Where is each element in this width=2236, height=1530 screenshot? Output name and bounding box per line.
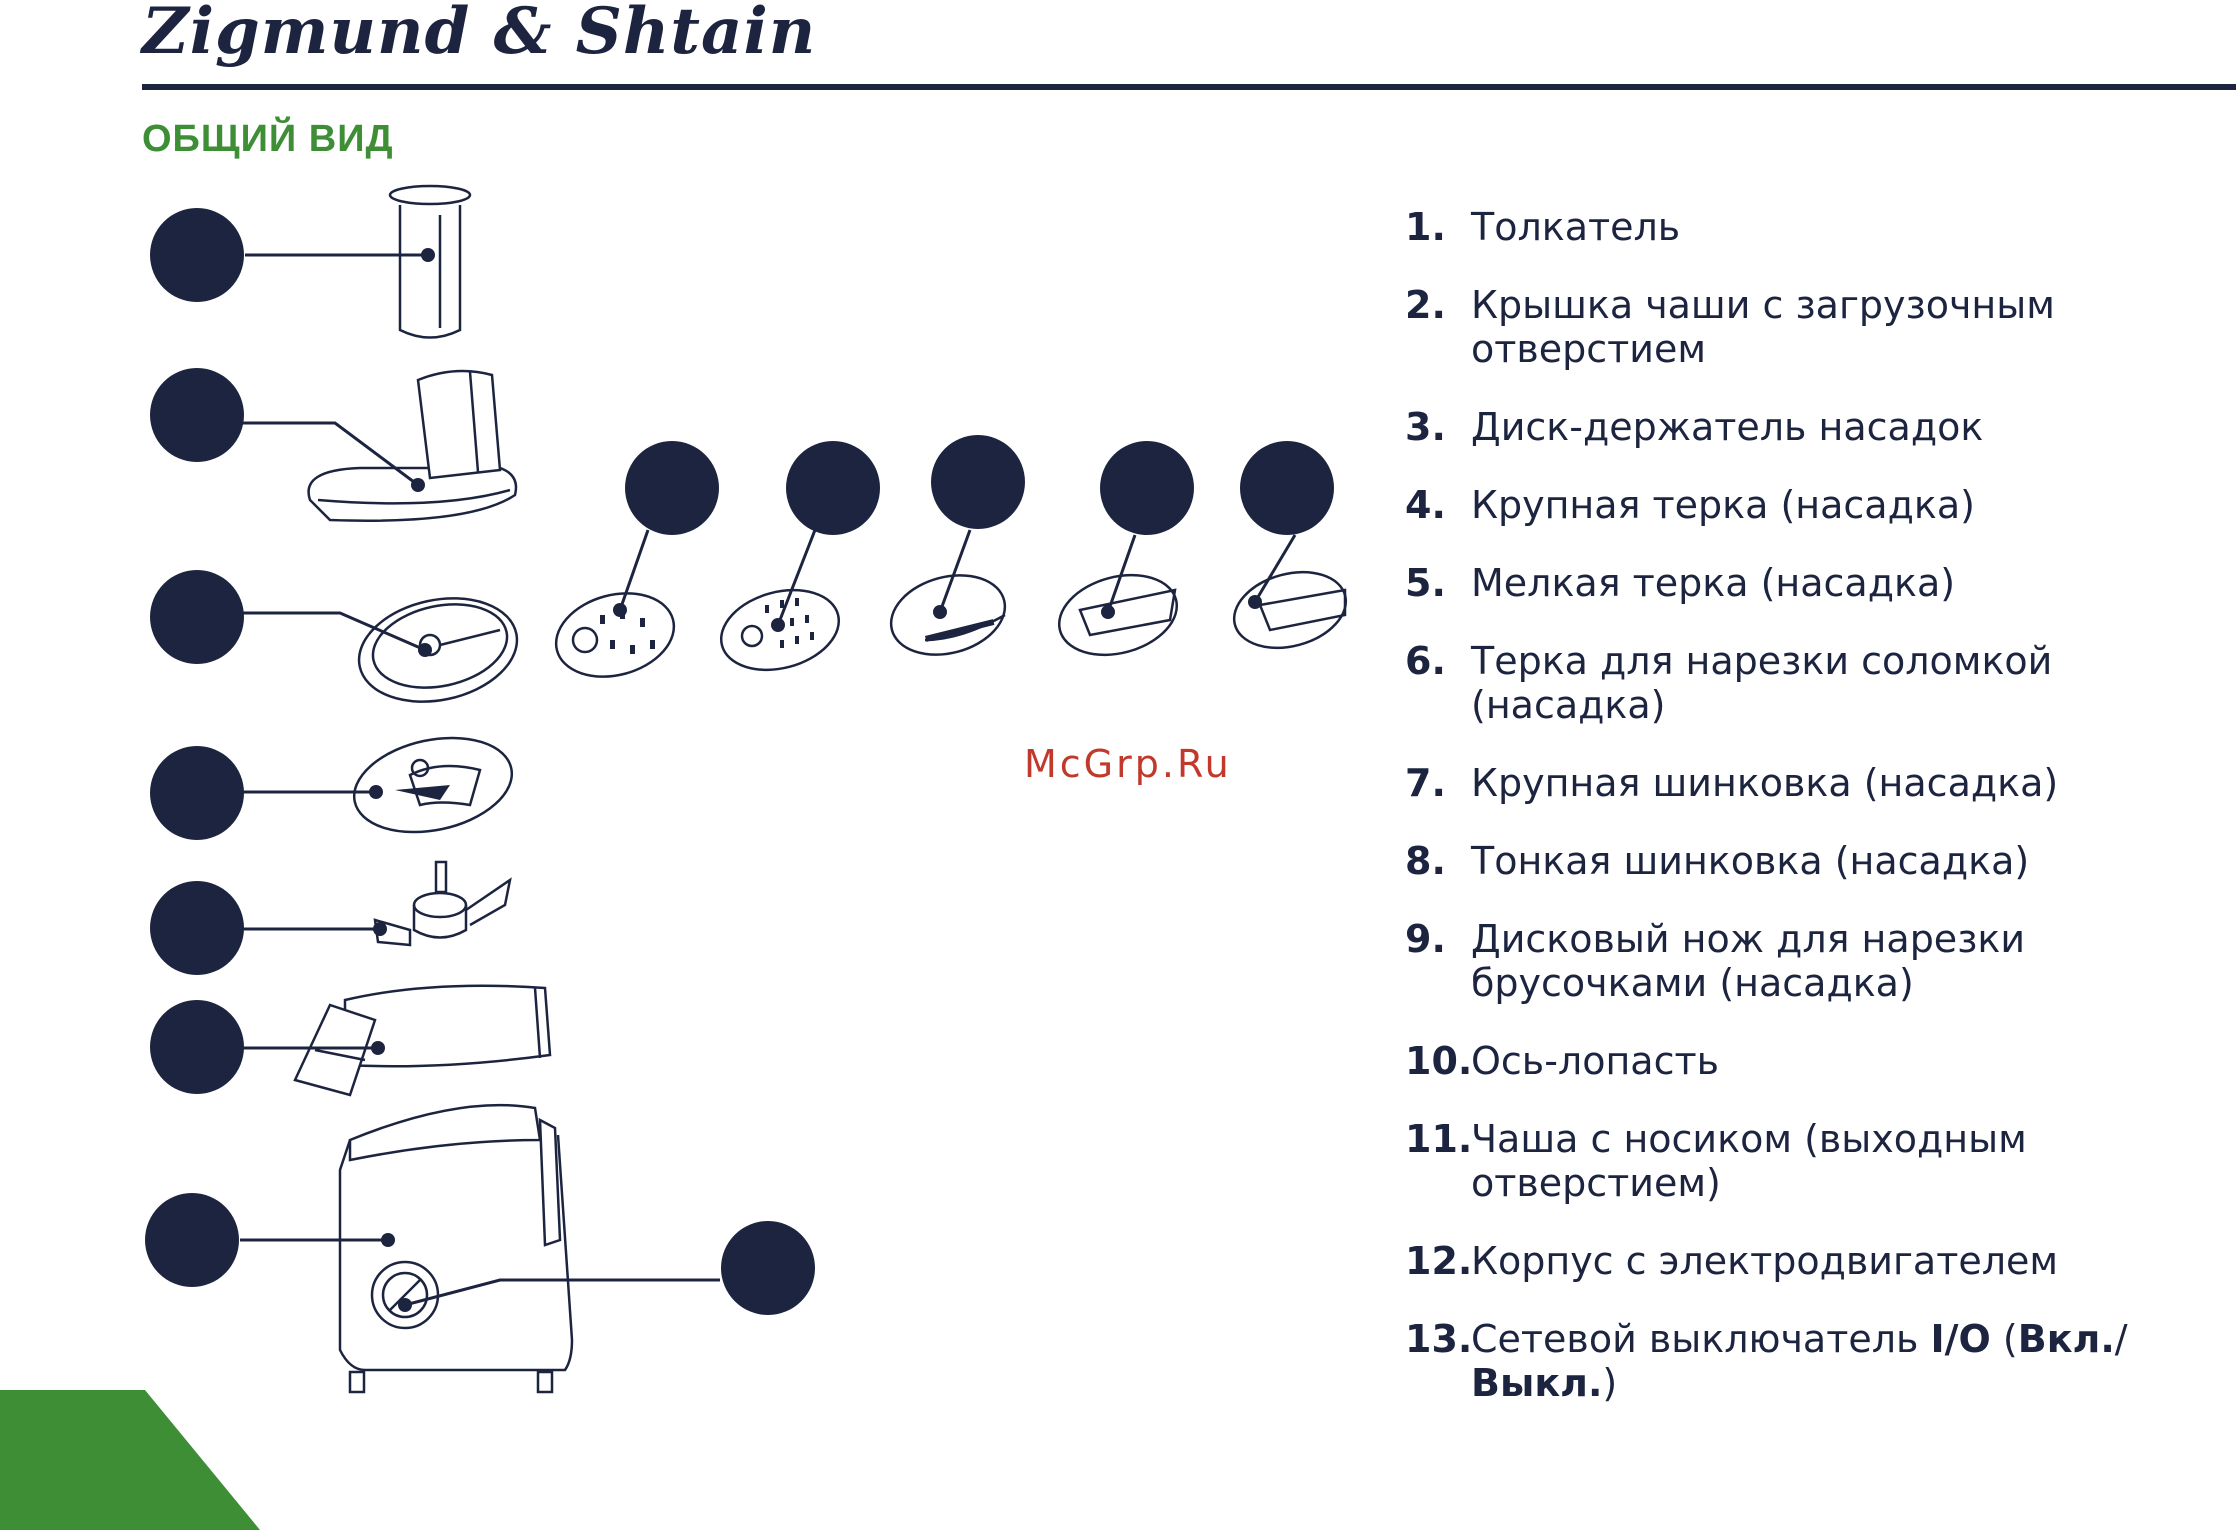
legend-item: 1. Толкатель: [1405, 205, 2235, 249]
shaft-drawing: [373, 860, 512, 947]
switch-text: Сетевой выключатель: [1471, 1317, 1931, 1361]
on-label: Вкл.: [2017, 1317, 2115, 1361]
legend-item: 3. Диск-держатель насадок: [1405, 405, 2235, 449]
legend-item: 5. Мелкая терка (насадка): [1405, 561, 2235, 605]
legend-number: 7.: [1405, 761, 1446, 805]
legend-item: 9. Дисковый нож для нарезки брусочками (н…: [1405, 917, 2235, 1005]
legend-text: Крупная шинковка (насадка): [1471, 761, 2059, 805]
legend-item: 11.Чаша с носиком (выходным отверстием): [1405, 1117, 2235, 1205]
legend-text: Крупная терка (насадка): [1471, 483, 1975, 527]
slash: /: [2114, 1317, 2128, 1361]
legend-number: 2.: [1405, 283, 1446, 327]
legend-number: 4.: [1405, 483, 1446, 527]
legend-text: Дисковый нож для нарезки брусочками (нас…: [1471, 917, 2026, 1005]
callout-markers: [145, 208, 1334, 1315]
legend-item: 8. Тонкая шинковка (насадка): [1405, 839, 2235, 883]
brand-logo: Zigmund & Shtain: [142, 0, 817, 69]
legend-item: 12.Корпус с электродвигателем: [1405, 1239, 2235, 1283]
watermark: McGrp.Ru: [1024, 742, 1232, 786]
legend-number: 11.: [1405, 1117, 1473, 1161]
legend-number: 8.: [1405, 839, 1446, 883]
legend-text: Толкатель: [1471, 205, 1681, 249]
pusher-drawing: [388, 184, 472, 339]
legend-number: 10.: [1405, 1039, 1473, 1083]
legend-text-switch: Сетевой выключатель I/O (Вкл./ Выкл.): [1471, 1317, 2235, 1405]
legend-text: Диск-держатель насадок: [1471, 405, 1984, 449]
legend-number: 9.: [1405, 917, 1446, 961]
legend-item: 13.Сетевой выключатель I/O (Вкл./ Выкл.): [1405, 1317, 2235, 1405]
section-title: ОБЩИЙ ВИД: [142, 118, 394, 160]
legend-text: Ось-лопасть: [1471, 1039, 1720, 1083]
legend-item: 6. Терка для нарезки соломкой (насадка): [1405, 639, 2235, 727]
switch-label: I/O: [1930, 1317, 1991, 1361]
legend-text: Мелкая терка (насадка): [1471, 561, 1956, 605]
legend-item: 2. Крышка чаши с загрузочным отверстием: [1405, 283, 2235, 371]
legend-number: 3.: [1405, 405, 1446, 449]
legend-number: 13.: [1405, 1317, 1473, 1361]
header-divider: [142, 84, 2236, 90]
legend-text: Чаша с носиком (выходным отверстием): [1471, 1117, 2027, 1205]
legend-number: 1.: [1405, 205, 1446, 249]
body-drawing: [338, 1103, 574, 1394]
legend-text: Тонкая шинковка (насадка): [1471, 839, 2030, 883]
paren-open: (: [1990, 1317, 2018, 1361]
legend-text: Крышка чаши с загрузочным отверстием: [1471, 283, 2055, 371]
legend-item: 4. Крупная терка (насадка): [1405, 483, 2235, 527]
legend-text: Корпус с электродвигателем: [1471, 1239, 2059, 1283]
disc-holder-drawing: [357, 597, 519, 703]
legend-number: 12.: [1405, 1239, 1473, 1283]
legend-number: 6.: [1405, 639, 1446, 683]
lid-drawing: [307, 369, 518, 522]
legend-item: 10.Ось-лопасть: [1405, 1039, 2235, 1083]
legend-text: Терка для нарезки соломкой (насадка): [1471, 639, 2053, 727]
parts-legend: 1. Толкатель 2. Крышка чаши с загрузочным …: [1405, 205, 2235, 1439]
bowl-drawing: [293, 984, 552, 1097]
legend-item: 7. Крупная шинковка (насадка): [1405, 761, 2235, 805]
parts-diagram: [145, 184, 1348, 1394]
paren-close: ): [1602, 1361, 1618, 1405]
coarse-disc-drawing: [352, 736, 514, 834]
off-label: Выкл.: [1471, 1361, 1603, 1405]
legend-number: 5.: [1405, 561, 1446, 605]
